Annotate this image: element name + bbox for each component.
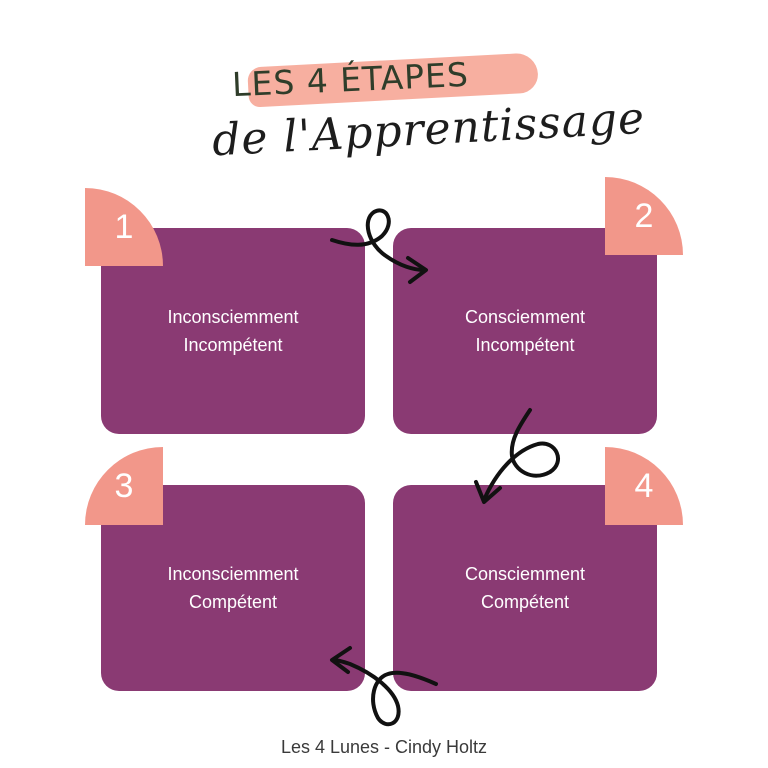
step-2-box: Consciemment Incompétent [393,228,657,434]
arrow-step2-to-step4 [474,408,560,504]
step-3-label: Inconsciemment Compétent [123,560,343,616]
step-4-line2: Compétent [480,592,570,612]
step-4-line1: Consciemment [464,564,586,584]
step-4-number: 4 [634,466,654,505]
step-1-line2: Incompétent [183,335,283,355]
step-4-badge: 4 [605,447,683,525]
step-1-label: Inconsciemment Incompétent [123,303,343,359]
step-2-number: 2 [634,196,654,235]
step-1-number: 1 [114,207,134,246]
step-2-label: Consciemment Incompétent [415,303,635,359]
step-3-box: Inconsciemment Compétent [101,485,365,691]
footer-credit: Les 4 Lunes - Cindy Holtz [280,737,488,757]
step-3-number: 3 [114,466,134,505]
step-1-line1: Inconsciemment [167,307,299,327]
arrow-step1-to-step2 [330,208,428,284]
step-4-box: Consciemment Compétent [393,485,657,691]
step-2-line1: Consciemment [464,307,586,327]
step-4-label: Consciemment Compétent [415,560,635,616]
step-2-line2: Incompétent [475,335,575,355]
step-3-line2: Compétent [188,592,278,612]
step-3-line1: Inconsciemment [167,564,299,584]
arrow-step4-to-step3 [330,646,438,727]
